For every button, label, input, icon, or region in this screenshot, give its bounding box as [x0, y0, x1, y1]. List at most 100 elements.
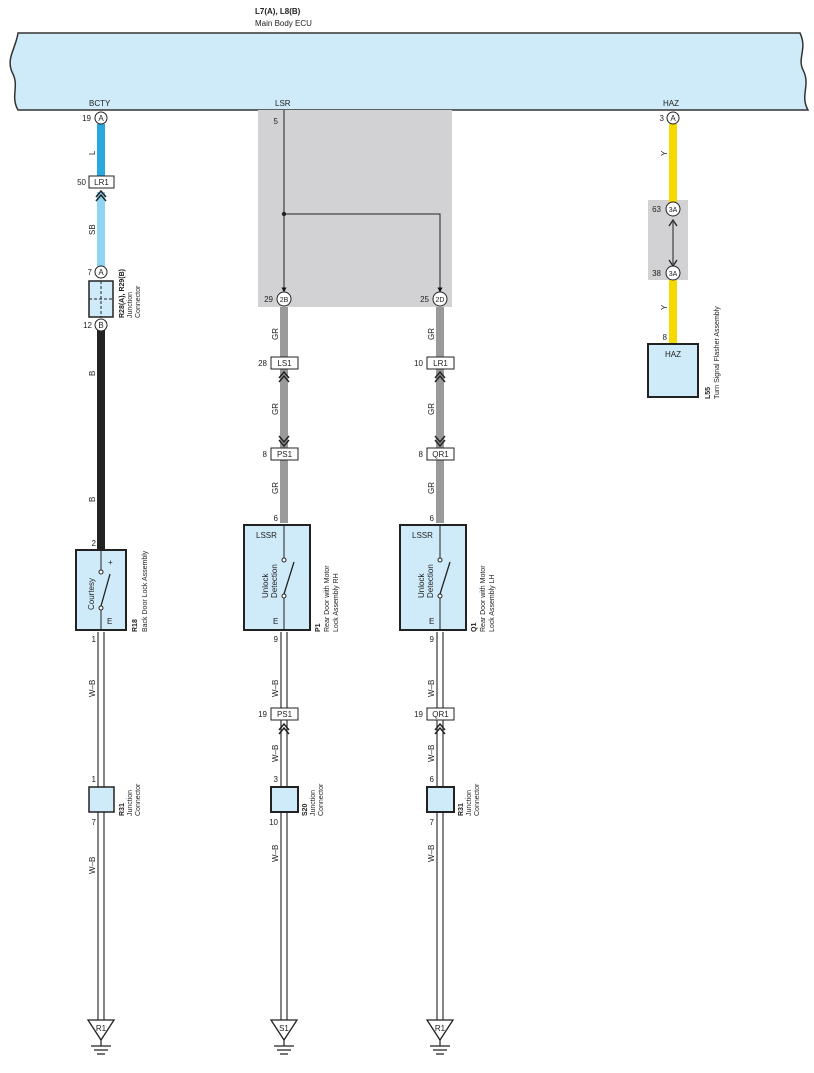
- l55-flasher-box: [647, 343, 699, 398]
- chevron-up-icon-rh2: [278, 722, 290, 735]
- ground-r1-left-triangle: [86, 1019, 116, 1042]
- connector-ps1-top: [270, 447, 299, 461]
- wire-label-gr-lh2: GR: [427, 403, 436, 415]
- ecu-body: [9, 32, 810, 111]
- q1-code: Q1: [471, 623, 478, 632]
- wire-y-bot: [669, 280, 677, 344]
- ground-icon-left: [91, 1040, 111, 1055]
- q1-sw2: Detection: [426, 564, 435, 598]
- l55-name: Turn Signal Flasher Assembly: [714, 306, 721, 399]
- connector-ls1: [270, 356, 299, 370]
- ground-icon-right: [430, 1040, 450, 1055]
- s20-code: S20: [302, 803, 309, 816]
- wire-label-sb: SB: [88, 224, 97, 235]
- wire-y-top: [669, 124, 677, 204]
- junction-s20: [270, 786, 299, 813]
- p1-rear-door-rh-box: [243, 524, 311, 631]
- p1-name1: Rear Door with Motor: [324, 565, 331, 632]
- r28-name2: Connector: [135, 285, 142, 318]
- pin-r31-left-top: 1: [92, 775, 97, 784]
- connector-ps1-bot-label: PS1: [277, 710, 293, 719]
- pin-r31-left-bot: 7: [92, 818, 97, 827]
- junction-r31-left: [88, 786, 115, 813]
- pin-r18-top: 2: [92, 539, 97, 548]
- pin-q1-bot: 9: [430, 635, 435, 644]
- wire-label-wb-lh2: W–B: [427, 745, 436, 762]
- connector-lr1-mid-label: LR1: [433, 359, 448, 368]
- pin-p1-top: 6: [274, 514, 279, 523]
- chevron-up-icon-lh2: [434, 722, 446, 735]
- connector-2b: [276, 291, 292, 307]
- r18-name: Back Door Lock Assembly: [142, 550, 149, 632]
- connector-ps1-bot: [270, 707, 299, 721]
- q1-rear-door-lh-box: [399, 524, 467, 631]
- wire-label-l: L: [88, 150, 97, 155]
- pin-r18-bot: 1: [92, 635, 97, 644]
- pin-lr1-top: 50: [77, 178, 86, 187]
- wire-label-wb-rh1: W–B: [271, 680, 280, 697]
- r28-code: R28(A), R29(B): [119, 269, 126, 318]
- wire-label-wb-l2: W–B: [88, 857, 97, 874]
- connector-ls1-label: LS1: [277, 359, 292, 368]
- r18-switch-contact-bot: [98, 605, 104, 611]
- pin-lr1-mid: 10: [414, 359, 423, 368]
- pin-ps1-bot: 19: [258, 710, 267, 719]
- pin-q1-top: 6: [430, 514, 435, 523]
- connector-lr1-top: [88, 175, 115, 189]
- wire-label-gr-rh3: GR: [271, 482, 280, 494]
- s20-name1: Junction: [310, 790, 317, 816]
- connector-2b-label: 2B: [280, 297, 289, 304]
- r31-right-code: R31: [458, 803, 465, 816]
- chevron-up-icon-lh: [434, 370, 446, 383]
- r31-right-name1: Junction: [466, 790, 473, 816]
- wire-label-wb-l1: W–B: [88, 680, 97, 697]
- r31-left-code: R31: [119, 803, 126, 816]
- chevron-up-icon: [95, 189, 107, 202]
- r31-right-name2: Connector: [474, 783, 481, 816]
- pin-3a-top: 63: [652, 205, 661, 214]
- ecu-code: L7(A), L8(B): [255, 7, 301, 16]
- wire-l: [97, 124, 105, 176]
- pin-qr1-top: 8: [419, 450, 424, 459]
- pin-haz-in: 8: [663, 333, 668, 342]
- connector-2d: [432, 291, 448, 307]
- connector-3a-bot-label: 3A: [669, 271, 678, 278]
- pin-s20-top: 3: [274, 775, 279, 784]
- shaded-zone-lsr: [258, 110, 452, 307]
- connector-2d-label: 2D: [436, 297, 445, 304]
- r18-e: E: [107, 617, 112, 626]
- ground-s1-triangle: [269, 1019, 299, 1042]
- q1-name2: Lock Assembly LH: [489, 574, 496, 632]
- ground-r1-right: R1: [435, 1024, 446, 1033]
- pin-r28-bot: 12: [83, 321, 92, 330]
- pin-ps1-top: 8: [263, 450, 268, 459]
- wire-label-wb-rh2: W–B: [271, 745, 280, 762]
- q1-contact-bot: [437, 593, 443, 599]
- wire-gr-rh: [280, 307, 288, 523]
- p1-name2: Lock Assembly RH: [333, 573, 340, 632]
- connector-a-r28-label: A: [98, 268, 104, 277]
- r18-plus: +: [108, 558, 113, 567]
- pin-2d: 25: [420, 295, 429, 304]
- connector-qr1-bot: [426, 707, 455, 721]
- p1-sw2: Detection: [270, 564, 279, 598]
- ground-r1-right-triangle: [425, 1019, 455, 1042]
- pin-bcty: 19: [82, 114, 91, 123]
- pin-lsr: 5: [274, 117, 279, 126]
- wire-label-gr-rh1: GR: [271, 328, 280, 340]
- p1-contact-bot: [281, 593, 287, 599]
- wire-label-gr-lh3: GR: [427, 482, 436, 494]
- pin-r31-right-bot: 7: [430, 818, 435, 827]
- pin-ls1: 28: [258, 359, 267, 368]
- connector-a-r28: [94, 265, 108, 279]
- connector-qr1-top: [426, 447, 455, 461]
- r18-switch-blade: [100, 573, 111, 607]
- connector-3a-top-label: 3A: [669, 207, 678, 214]
- r18-code: R18: [132, 619, 139, 632]
- l55-code: L55: [705, 387, 712, 399]
- pin-r28-top: 7: [88, 268, 93, 277]
- wire-label-wb-lh3: W–B: [427, 845, 436, 862]
- pin-2b: 29: [264, 295, 273, 304]
- connector-qr1-bot-label: QR1: [432, 710, 449, 719]
